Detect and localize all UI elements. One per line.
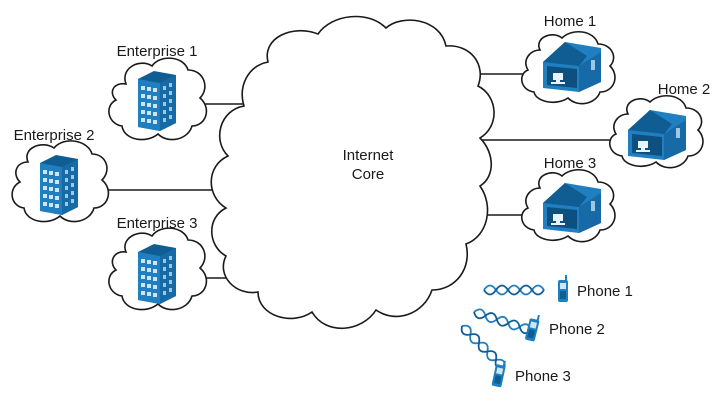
home-1-node: Home 1 [521,13,616,105]
enterprise-2-node: Enterprise 2 [11,127,110,223]
core-label-line2: Core [352,166,385,183]
cell-phone-icon [524,313,541,342]
enterprise-building-icon [138,244,176,304]
phone-2-label: Phone 2 [549,321,605,338]
enterprise-2-label: Enterprise 2 [14,127,95,144]
enterprise-building-icon [40,155,78,215]
cell-phone-icon [491,359,507,388]
phone-1-node: Phone 1 [483,275,633,302]
radio-wave-icon [457,321,509,373]
home-3-label: Home 3 [544,155,597,172]
enterprise-1-label: Enterprise 1 [117,43,198,60]
phone-1-label: Phone 1 [577,283,633,300]
radio-wave-icon [471,306,534,336]
phone-2-node: Phone 2 [471,306,605,342]
home-3-node: Home 3 [521,155,616,243]
home-1-label: Home 1 [544,13,597,30]
cell-phone-icon [558,275,568,302]
enterprise-1-node: Enterprise 1 [108,43,208,141]
phone-3-node: Phone 3 [457,321,571,388]
radio-wave-icon [483,284,545,296]
internet-core-cloud: Internet Core [210,15,495,330]
core-label-line1: Internet [343,147,395,164]
home-2-node: Home 2 [609,81,711,169]
phone-3-label: Phone 3 [515,368,571,385]
enterprise-building-icon [138,71,176,131]
home-2-label: Home 2 [658,81,711,98]
enterprise-3-node: Enterprise 3 [108,215,208,311]
enterprise-3-label: Enterprise 3 [117,215,198,232]
